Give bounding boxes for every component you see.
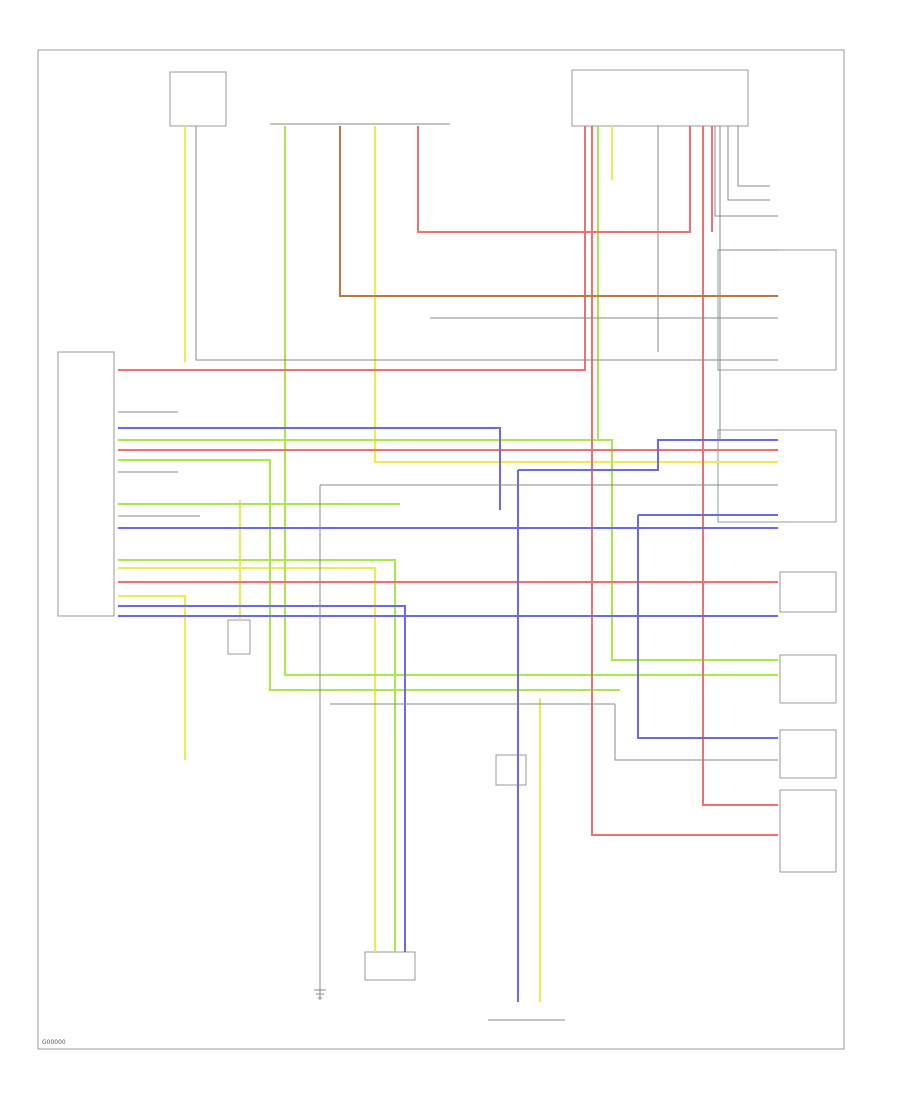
bottom-sensor-box	[364, 951, 416, 981]
wire-green-1	[284, 126, 778, 676]
wire-red-2	[118, 126, 586, 371]
wire-green-7	[118, 459, 271, 580]
wire-blue-3	[118, 605, 406, 952]
top-right-connector	[571, 69, 749, 127]
engine-control-module	[57, 351, 115, 617]
switch-group-1	[717, 249, 837, 371]
wire-red-5	[591, 126, 778, 836]
wire-green-2	[118, 559, 396, 952]
wire-red-1	[417, 126, 691, 233]
figure-code: G00000	[42, 1039, 66, 1046]
wire-gray-1	[195, 126, 778, 361]
switch-box-3	[779, 654, 837, 704]
wire-blue-8	[637, 515, 778, 739]
wire-gray-9	[714, 126, 778, 217]
transmission-switch	[779, 789, 837, 873]
ground-symbol	[314, 989, 326, 999]
wire-blue-5	[518, 439, 778, 471]
fuse-box	[169, 71, 227, 127]
wire-green-5	[269, 580, 620, 691]
diagram-frame	[37, 49, 845, 1050]
wire-green-3	[118, 439, 778, 661]
wire-gray-8	[737, 126, 770, 187]
wire-yellow-2	[374, 126, 778, 463]
sensor-group	[717, 429, 837, 523]
small-sensor-left	[227, 619, 251, 655]
wire-red-6	[702, 126, 778, 806]
wire-yellow-3	[118, 567, 376, 952]
wire-gray-7	[727, 126, 770, 201]
wire-yellow-4	[118, 595, 186, 760]
switch-box-4	[779, 729, 837, 779]
switch-box-2	[779, 571, 837, 613]
wire-blue-1	[118, 427, 501, 510]
wire-brown-1	[339, 126, 778, 297]
small-sensor-mid	[495, 754, 527, 786]
wire-gray-15	[614, 704, 778, 761]
